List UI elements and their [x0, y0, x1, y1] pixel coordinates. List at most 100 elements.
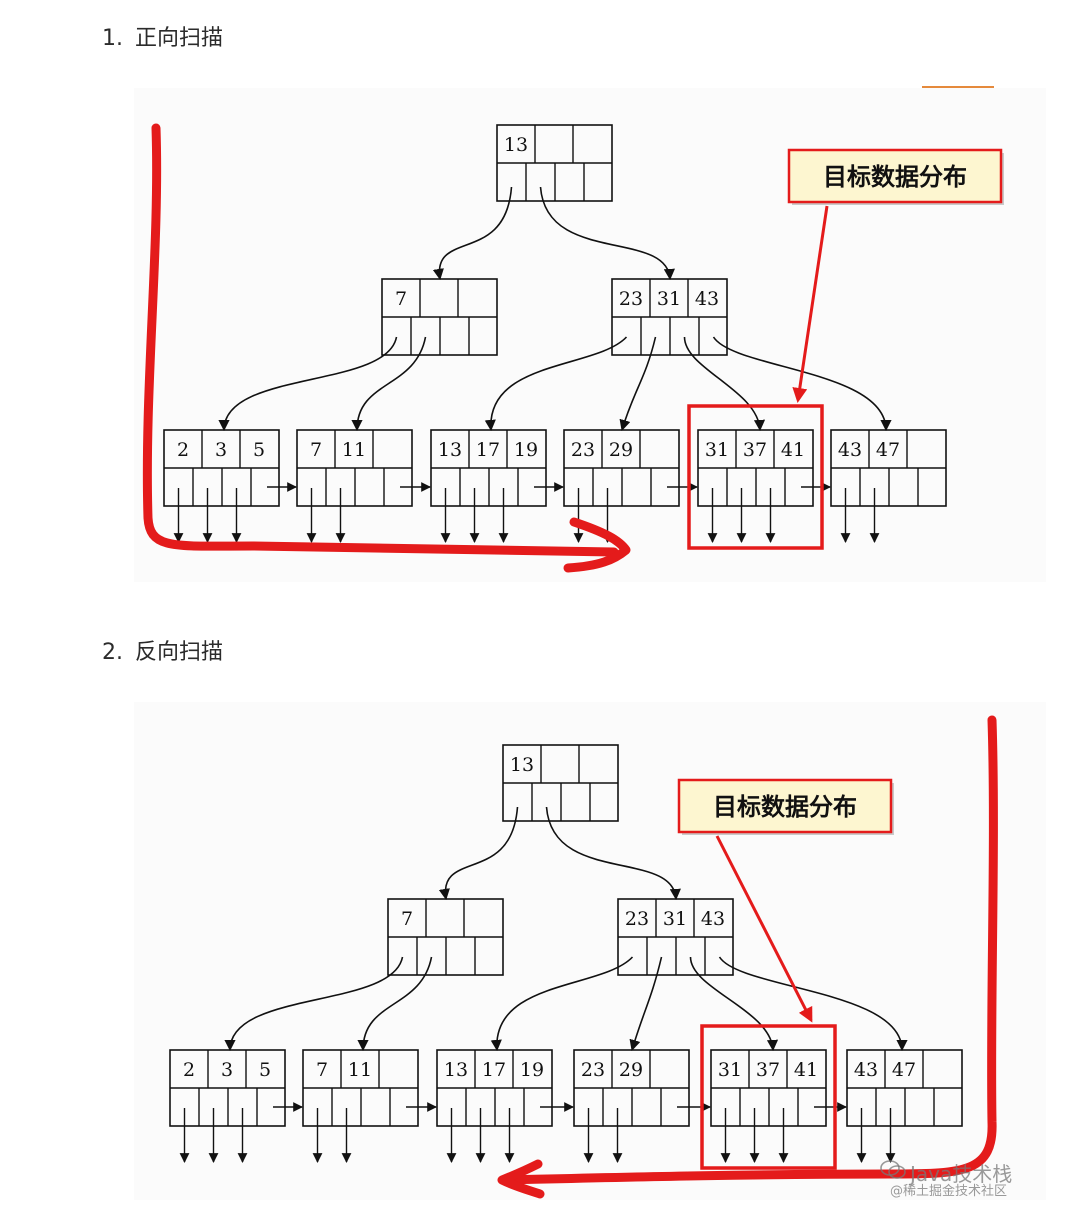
tree-edge	[619, 336, 657, 432]
node-key: 31	[657, 288, 681, 310]
node-key: 43	[701, 908, 725, 930]
node-key: 47	[876, 439, 900, 461]
target-highlight-box	[687, 404, 824, 550]
node-key: 17	[482, 1059, 506, 1081]
node-key: 31	[718, 1059, 742, 1081]
node-key: 23	[581, 1059, 605, 1081]
section-title: 正向扫描	[135, 26, 224, 51]
btree-node: 31 37 41	[710, 1049, 827, 1127]
node-key: 5	[259, 1059, 271, 1081]
tree-edge	[683, 336, 766, 432]
node-key: 41	[781, 439, 805, 461]
section-title: 反向扫描	[135, 640, 224, 665]
node-key: 5	[253, 439, 265, 461]
backward-scan-arrowhead	[497, 1159, 545, 1199]
tree-edge	[357, 956, 433, 1052]
btree-node: 7	[387, 898, 504, 976]
node-key: 11	[348, 1059, 372, 1081]
tree-edge	[629, 956, 663, 1052]
btree-node: 7 11	[296, 429, 413, 507]
btree-node: 7 11	[302, 1049, 419, 1127]
node-key: 7	[395, 288, 407, 310]
tree-edge	[712, 336, 892, 432]
btree-node: 23 31 43	[611, 278, 728, 356]
node-key: 19	[514, 439, 538, 461]
label-pointer-arrow	[792, 205, 829, 403]
target-label-box	[787, 148, 1003, 204]
btree-node: 13	[496, 124, 613, 202]
tree-edge	[224, 956, 404, 1052]
node-key: 11	[342, 439, 366, 461]
btree-node: 2 3 5	[169, 1049, 286, 1127]
node-key: 23	[619, 288, 643, 310]
tree-edge	[218, 336, 398, 432]
tree-edge	[490, 956, 634, 1052]
target-highlight-box	[700, 1024, 837, 1170]
tree-edge	[545, 806, 681, 901]
section-heading-forward: 1. 正向扫描	[102, 20, 223, 52]
watermark-subtitle: @稀土掘金技术社区	[890, 1184, 1008, 1199]
btree-node: 13 17 19	[430, 429, 547, 507]
node-key: 43	[695, 288, 719, 310]
node-key: 2	[177, 439, 189, 461]
watermark-title: Java技术栈	[910, 1162, 1013, 1186]
btree-node: 23 31 43	[617, 898, 734, 976]
node-key: 31	[705, 439, 729, 461]
btree-node: 23 29	[573, 1049, 690, 1127]
target-label-box	[677, 778, 893, 834]
tree-edge	[438, 806, 519, 901]
section-heading-backward: 2. 反向扫描	[102, 634, 223, 666]
btree-node: 2 3 5	[163, 429, 280, 507]
tree-edge	[718, 956, 908, 1052]
btree-node: 7	[381, 278, 498, 356]
node-key: 23	[571, 439, 595, 461]
node-key: 2	[183, 1059, 195, 1081]
tree-edge	[351, 336, 427, 432]
node-key: 29	[619, 1059, 643, 1081]
tree-edge	[689, 956, 779, 1052]
node-key: 7	[316, 1059, 328, 1081]
target-label-text: 目标数据分布	[823, 163, 967, 191]
section-number: 1.	[102, 26, 123, 51]
backward-scan-arrow	[501, 715, 998, 1185]
tree-edge	[484, 336, 628, 432]
section-number: 2.	[102, 640, 123, 665]
node-key: 47	[892, 1059, 916, 1081]
btree-node: 23 29	[563, 429, 680, 507]
node-key: 43	[838, 439, 862, 461]
node-key: 19	[520, 1059, 544, 1081]
node-key: 3	[215, 439, 227, 461]
node-key: 31	[663, 908, 687, 930]
wechat-icon	[880, 1160, 906, 1179]
node-key: 17	[476, 439, 500, 461]
node-key: 13	[504, 134, 528, 156]
node-key: 13	[510, 754, 534, 776]
node-key: 41	[794, 1059, 818, 1081]
label-pointer-arrow	[715, 835, 813, 1023]
node-key: 43	[854, 1059, 878, 1081]
btree-node: 31 37 41	[697, 429, 814, 507]
forward-scan-arrowhead	[563, 517, 631, 573]
node-key: 37	[756, 1059, 780, 1081]
node-key: 7	[310, 439, 322, 461]
node-key: 13	[444, 1059, 468, 1081]
btree-node: 13	[502, 744, 619, 822]
node-key: 29	[609, 439, 633, 461]
forward-scan-arrow	[142, 123, 619, 557]
target-label-text: 目标数据分布	[713, 793, 857, 821]
btree-node: 13 17 19	[436, 1049, 553, 1127]
btree-node: 43 47	[830, 429, 947, 507]
node-key: 23	[625, 908, 649, 930]
watermark: Java技术栈 @稀土掘金技术社区	[880, 1158, 1070, 1199]
node-key: 7	[401, 908, 413, 930]
node-key: 3	[221, 1059, 233, 1081]
btree-node: 43 47	[846, 1049, 963, 1127]
tree-edge	[432, 186, 513, 281]
node-key: 13	[438, 439, 462, 461]
node-key: 37	[743, 439, 767, 461]
tree-edge	[539, 186, 675, 281]
